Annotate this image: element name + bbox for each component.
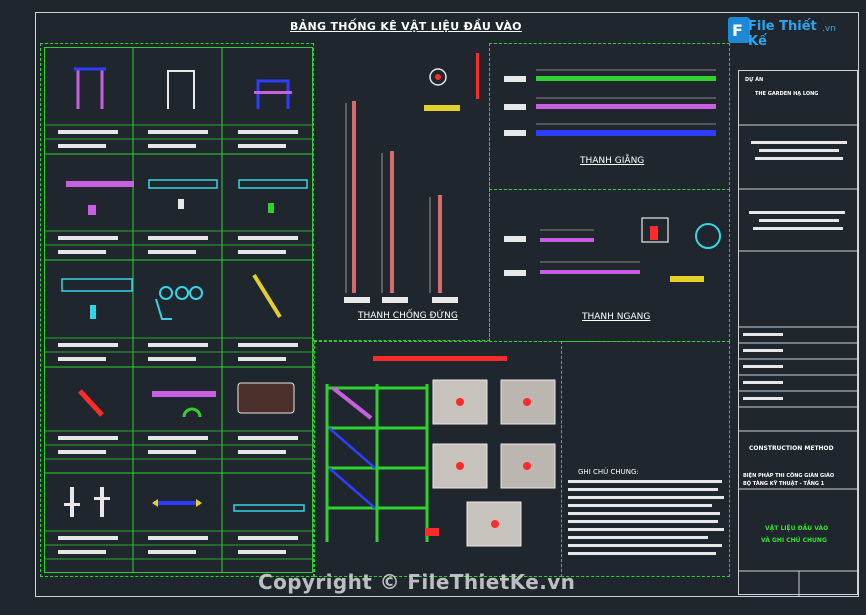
label-thanh-giang: THANH GIẰNG <box>580 156 645 166</box>
notes-heading: GHI CHÚ CHUNG: <box>578 468 639 476</box>
standard-section-border <box>314 43 490 341</box>
copyright-watermark: Copyright © FileThietKe.vn <box>258 570 576 594</box>
ledger-drawing <box>504 217 721 282</box>
thanh-chong-dung-section: THANH CHỐNG ĐỨNG <box>316 43 490 343</box>
notes-text-lines <box>568 480 724 555</box>
materials-table <box>44 47 314 573</box>
brace-drawing <box>504 69 716 136</box>
drawing-name-line2: VÀ GHI CHÚ CHUNG <box>761 537 827 544</box>
materials-table-border <box>40 43 314 577</box>
thanh-giang-section: THANH GIẰNG <box>489 43 730 190</box>
drawing-title: BẢNG THỐNG KÊ VẬT LIỆU ĐẦU VÀO <box>290 20 522 33</box>
scaffold-elevation-section <box>314 341 562 577</box>
title-block: DỰ ÁN THE GARDEN HẠ LONG CONSTRUCTION ME… <box>738 70 859 596</box>
project-name: THE GARDEN HẠ LONG <box>755 91 819 97</box>
drawing-name-line1: VẬT LIỆU ĐẦU VÀO <box>765 525 829 532</box>
svg-text:F: F <box>732 21 743 40</box>
title-block-grid <box>739 124 859 596</box>
drawing-frame <box>35 12 859 597</box>
method-subtitle: BỘ TÀNG KỸ THUẬT - TẦNG 1 <box>743 481 825 487</box>
general-notes-section: GHI CHÚ CHUNG: <box>561 341 730 577</box>
logo-text: File Thiết Kế <box>748 19 817 49</box>
project-label: DỰ ÁN <box>745 77 764 83</box>
label-thanh-ngang: THANH NGANG <box>582 312 651 322</box>
standard-pipes-drawing <box>344 53 479 303</box>
materials-table-grid <box>44 47 314 573</box>
label-thanh-chong-dung: THANH CHỐNG ĐỨNG <box>358 311 458 321</box>
logo-suffix: .vn <box>822 24 836 34</box>
filethietke-logo: F File Thiết Kế .vn <box>728 14 838 49</box>
thanh-ngang-section: THANH NGANG <box>489 189 730 342</box>
scaffold-elevation-drawing <box>325 356 556 547</box>
construction-method: CONSTRUCTION METHOD <box>749 445 834 452</box>
logo-icon: F <box>728 17 750 43</box>
method-description: BIỆN PHÁP THI CÔNG GIÀN GIÁO <box>743 473 835 479</box>
